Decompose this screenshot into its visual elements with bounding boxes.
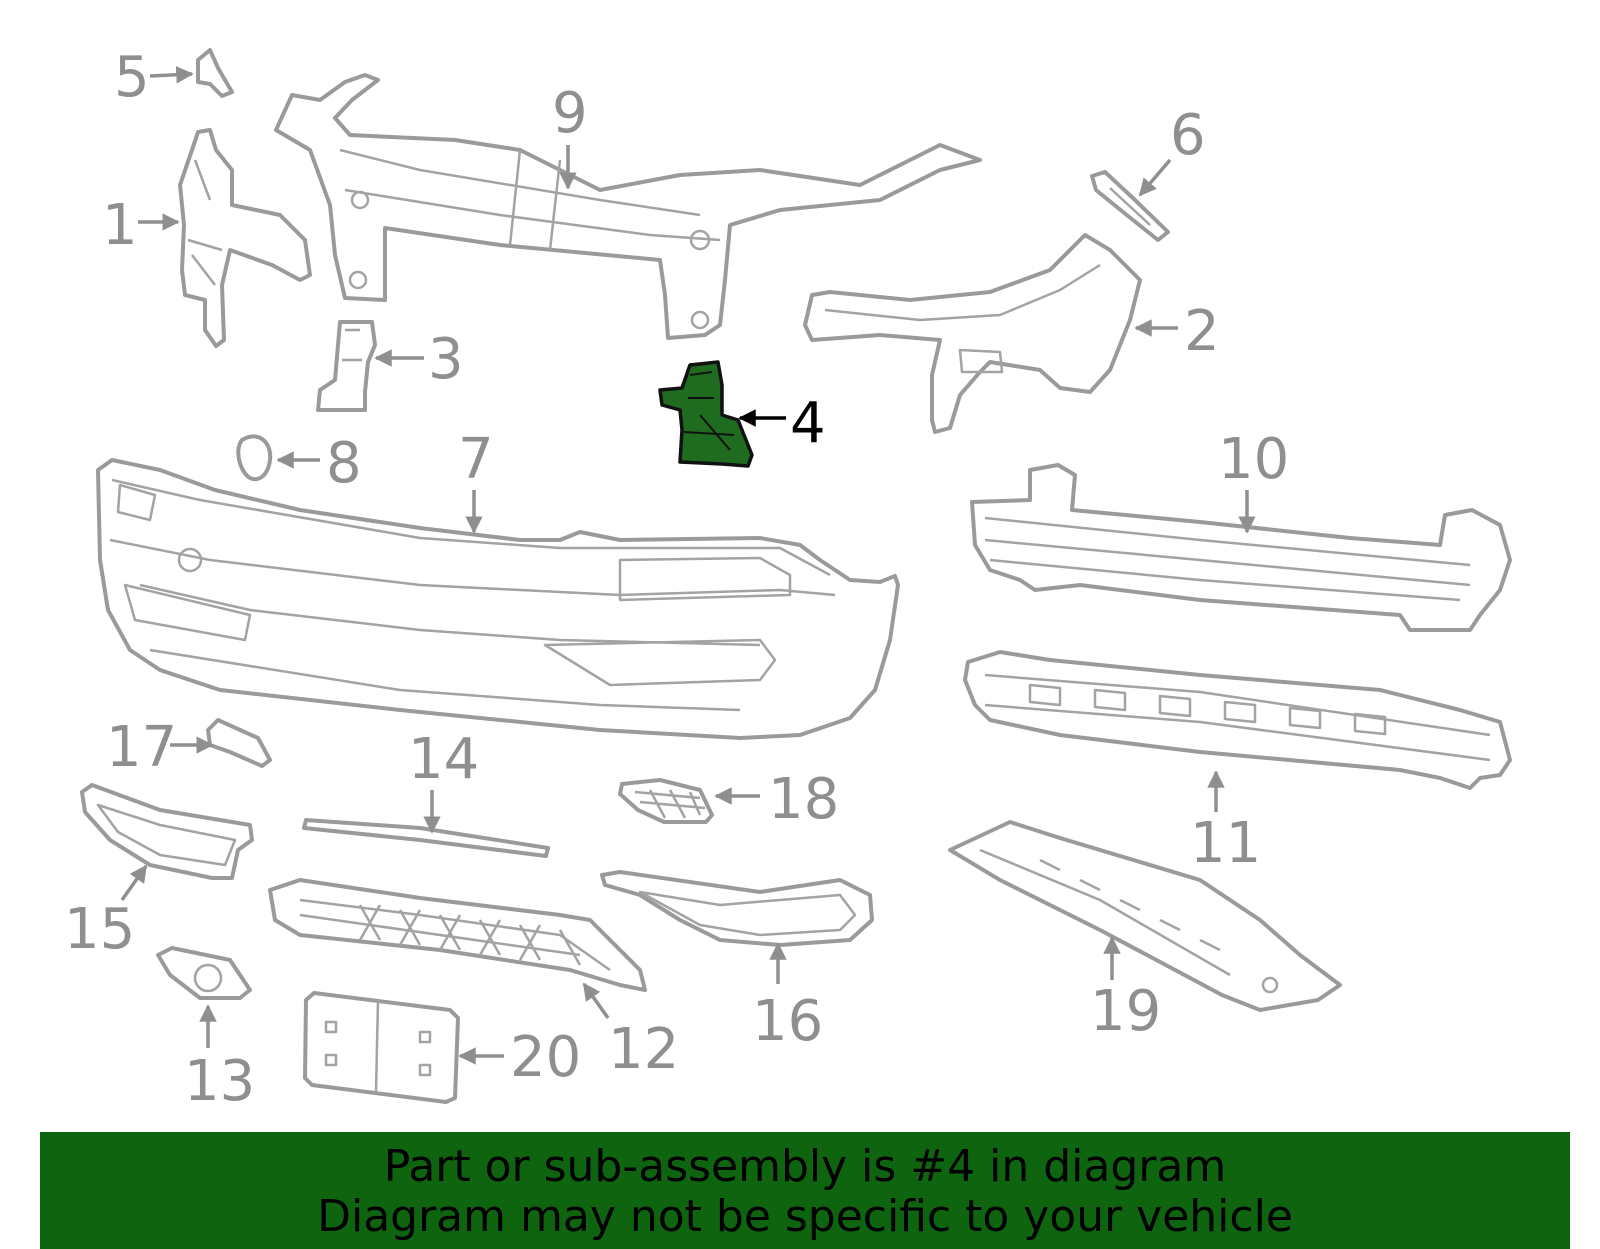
part-9-radiator-support xyxy=(274,73,982,340)
banner-line-2: Diagram may not be specific to your vehi… xyxy=(317,1191,1293,1242)
part-14-molding xyxy=(302,818,550,858)
part-6-bracket xyxy=(1090,170,1170,242)
callout-12: 12 xyxy=(582,982,679,1082)
callout-9: 9 xyxy=(552,81,588,190)
label-10: 10 xyxy=(1218,427,1289,492)
label-13: 13 xyxy=(184,1049,255,1114)
label-5: 5 xyxy=(114,45,150,110)
callout-8: 8 xyxy=(276,431,362,496)
label-6: 6 xyxy=(1170,103,1206,168)
label-20: 20 xyxy=(510,1025,581,1090)
part-20-plate-bracket xyxy=(303,991,460,1104)
label-3: 3 xyxy=(428,327,464,392)
callout-1: 1 xyxy=(102,193,180,258)
label-7: 7 xyxy=(458,427,494,492)
label-11: 11 xyxy=(1190,811,1261,876)
part-15-bezel xyxy=(80,783,254,880)
callout-13: 13 xyxy=(184,1004,255,1114)
callout-2: 2 xyxy=(1134,299,1220,364)
callout-16: 16 xyxy=(752,942,823,1054)
callout-14: 14 xyxy=(408,727,479,834)
part-3-bracket xyxy=(316,320,377,412)
label-16: 16 xyxy=(752,989,823,1054)
callout-18: 18 xyxy=(714,767,839,832)
callout-11: 11 xyxy=(1190,770,1261,876)
callout-3: 3 xyxy=(374,327,464,392)
callout-5: 5 xyxy=(114,45,194,110)
part-2-bracket xyxy=(803,233,1142,434)
callout-6: 6 xyxy=(1138,103,1206,197)
label-9: 9 xyxy=(552,81,588,146)
part-8-cap xyxy=(236,434,273,482)
part-16-bezel xyxy=(600,870,874,947)
part-1-bracket xyxy=(178,128,312,348)
part-13-fog-bezel xyxy=(156,946,252,1000)
label-12: 12 xyxy=(608,1017,679,1082)
part-17-bracket xyxy=(206,718,272,768)
label-15: 15 xyxy=(64,897,135,962)
callout-10: 10 xyxy=(1218,427,1289,534)
part-10-reinforcement xyxy=(970,463,1512,632)
label-8: 8 xyxy=(326,431,362,496)
callout-20: 20 xyxy=(458,1025,581,1090)
label-19: 19 xyxy=(1090,979,1161,1044)
label-2: 2 xyxy=(1184,299,1220,364)
label-17: 17 xyxy=(106,715,177,780)
part-5-bracket xyxy=(196,48,234,98)
label-14: 14 xyxy=(408,727,479,792)
label-18: 18 xyxy=(768,767,839,832)
part-7-bumper-fascia xyxy=(96,458,900,740)
banner-line-1: Part or sub-assembly is #4 in diagram xyxy=(383,1141,1227,1192)
callout-4: 4 xyxy=(738,391,826,456)
info-banner: Part or sub-assembly is #4 in diagram Di… xyxy=(40,1132,1570,1249)
label-1: 1 xyxy=(102,193,138,258)
callout-17: 17 xyxy=(106,715,214,780)
callout-15: 15 xyxy=(64,864,148,962)
part-18-grille-insert xyxy=(618,778,714,824)
part-19-splash-shield xyxy=(948,820,1342,1012)
part-12-lower-grille xyxy=(268,878,647,992)
part-4-bracket-highlighted xyxy=(658,360,754,468)
callout-7: 7 xyxy=(458,427,494,534)
part-11-absorber xyxy=(963,650,1512,790)
label-4: 4 xyxy=(790,391,826,456)
callout-19: 19 xyxy=(1090,936,1161,1044)
